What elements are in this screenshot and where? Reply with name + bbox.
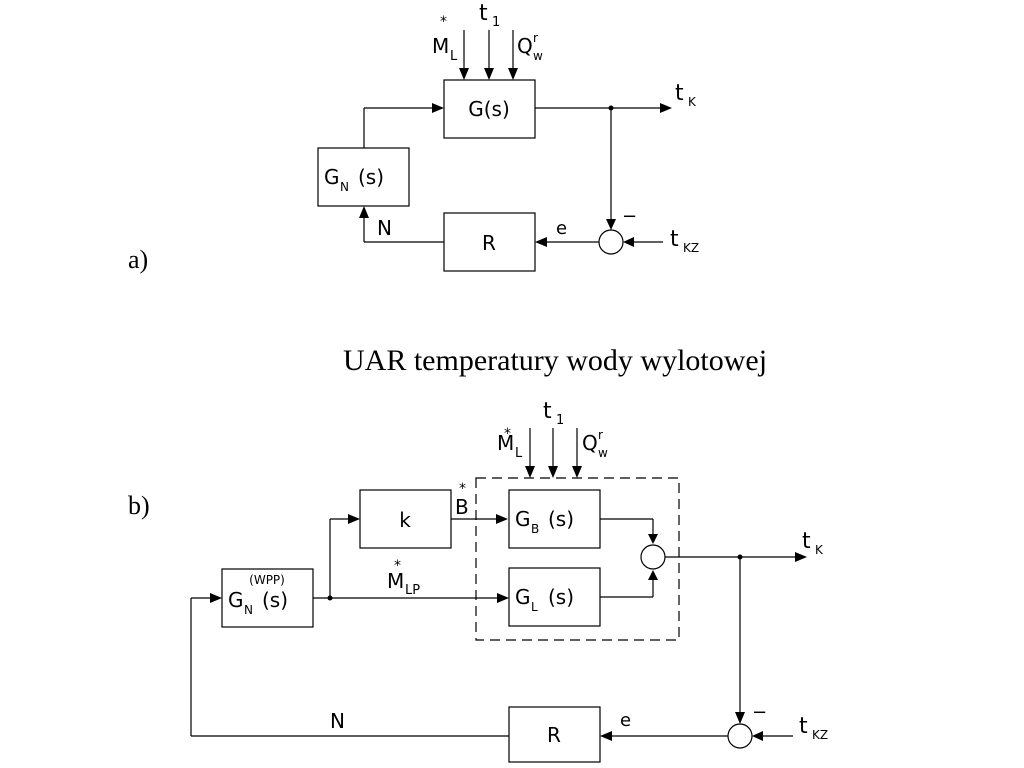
- panel-b-controller-block: [508, 706, 601, 763]
- panel-b-ml-label: M: [497, 431, 514, 455]
- panel-b-error-label: e: [620, 710, 631, 731]
- panel-a-actuator-sub: N: [340, 180, 349, 194]
- panel-a-summing-junction: [598, 229, 624, 255]
- panel-b-summing-junction: [727, 723, 753, 749]
- panel-b-gl-block: [508, 567, 601, 627]
- panel-b-t1-sub: 1: [556, 413, 564, 428]
- panel-b-setpoint-label: t: [799, 714, 808, 739]
- panel-a-output-sub: K: [688, 95, 697, 109]
- panel-b-disturbance-inputs: * M L t 1 Q r w: [497, 399, 608, 478]
- panel-b-gl-tail: (s): [548, 585, 574, 609]
- panel-a-minus-sign: −: [622, 206, 637, 227]
- panel-b-gl-sub: L: [531, 600, 538, 614]
- panel-b-plant-summing-junction: [640, 544, 666, 570]
- panel-b-actuator-sup: (WPP): [249, 573, 285, 587]
- panel-b-b-label: B: [455, 495, 469, 519]
- panel-b-q-label: Q: [582, 431, 598, 455]
- panel-b-output-label: t: [802, 529, 811, 554]
- panel-b-gain-label: k: [399, 508, 411, 532]
- panel-b-actuator-main: G: [228, 588, 244, 612]
- panel-b-minus-sign: −: [752, 702, 767, 723]
- panel-b-gl-main: G: [515, 585, 531, 609]
- panel-a-plant-block: [443, 79, 536, 139]
- panel-a-output-label: t: [675, 81, 684, 106]
- panel-b-actuator-block: [221, 568, 314, 628]
- panel-b-plant-boundary: [475, 477, 680, 641]
- panel-b-gb-main: G: [515, 507, 531, 531]
- panel-b-mlp-star: *: [394, 558, 401, 574]
- panel-a-disturbance-inputs: * M L t 1 Q r w: [432, 1, 543, 80]
- panel-a: a) * M L t 1 Q r w G(s) t K: [128, 1, 699, 274]
- panel-a-setpoint-label: t: [670, 227, 679, 252]
- panel-b-actuator-tail: (s): [262, 588, 288, 612]
- panel-b-ml-star: *: [504, 426, 511, 442]
- panel-b-output-arrow: [795, 552, 807, 562]
- panel-a-ml-label: M: [432, 34, 449, 58]
- panel-b-setpoint-sub: KZ: [812, 728, 828, 742]
- panel-a-controller-block: [443, 212, 536, 272]
- diagram-title: UAR temperatury wody wylotowej: [343, 344, 767, 377]
- panel-a-setpoint-sub: KZ: [683, 241, 699, 255]
- panel-a-label: a): [128, 245, 148, 274]
- panel-a-actuator-block: [317, 147, 410, 207]
- panel-b-label: b): [128, 491, 150, 520]
- panel-b-ml-sub: L: [515, 446, 523, 461]
- panel-b-gb-tail: (s): [548, 507, 574, 531]
- panel-b-mlp-label: M: [387, 569, 404, 593]
- panel-b-q-sup: r: [598, 428, 603, 442]
- panel-b-controller-label: R: [547, 723, 561, 747]
- panel-b: b) * M L t 1 Q r w k * B G: [128, 399, 828, 763]
- panel-b-actuator-sub: N: [244, 603, 253, 617]
- panel-b-gb-block: [508, 489, 601, 549]
- panel-a-t1-sub: 1: [492, 15, 500, 30]
- panel-b-control-label: N: [330, 709, 345, 733]
- panel-a-q-sup: r: [533, 31, 538, 45]
- panel-a-control-label: N: [377, 216, 392, 240]
- panel-a-plant-label: G(s): [468, 97, 510, 121]
- panel-b-output-sub: K: [815, 543, 824, 557]
- panel-a-q-sub: w: [533, 49, 543, 63]
- panel-a-error-label: e: [556, 218, 567, 239]
- panel-b-mlp-sub: LP: [405, 583, 420, 598]
- panel-a-output-arrow: [660, 103, 672, 113]
- panel-a-actuator-tail: (s): [358, 165, 384, 189]
- panel-a-ml-sub: L: [450, 49, 458, 64]
- panel-b-b-star: *: [459, 481, 466, 497]
- panel-a-actuator-main: G: [324, 165, 340, 189]
- panel-b-gb-sub: B: [531, 522, 539, 536]
- panel-b-t1-label: t: [543, 399, 552, 424]
- panel-a-ml-star: *: [440, 14, 447, 30]
- panel-a-q-label: Q: [517, 34, 533, 58]
- panel-a-controller-label: R: [482, 231, 496, 255]
- panel-b-q-sub: w: [598, 446, 608, 460]
- panel-a-t1-label: t: [479, 1, 488, 26]
